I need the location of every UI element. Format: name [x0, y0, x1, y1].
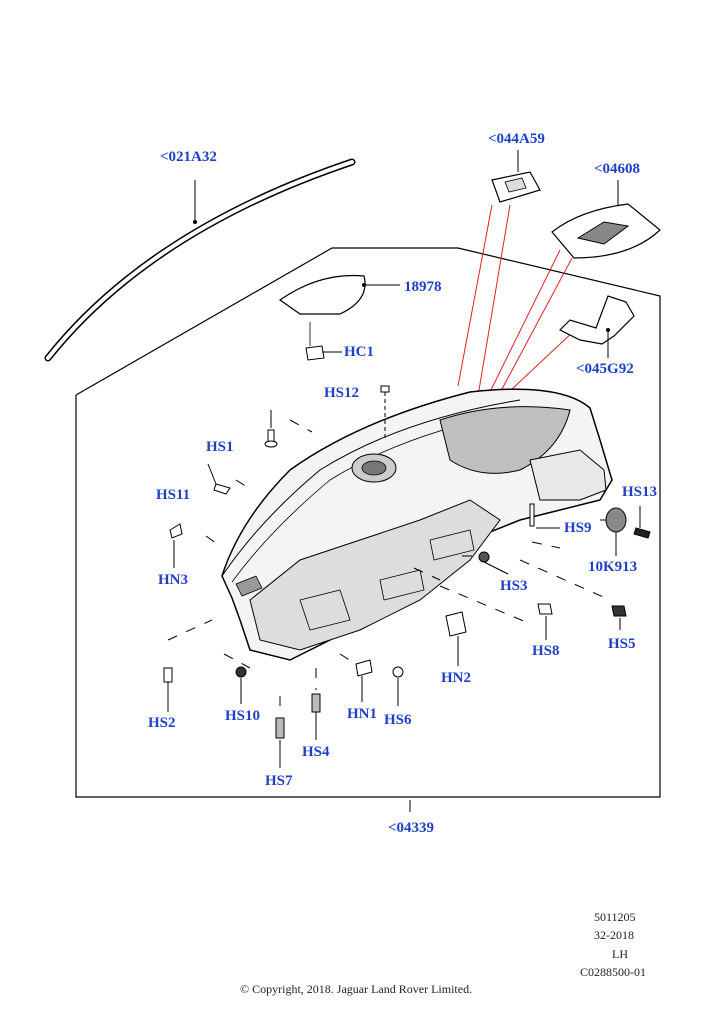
clip-hc1	[305, 322, 342, 361]
screw-hs6	[392, 666, 404, 706]
callout-hs8[interactable]: HS8	[532, 643, 560, 659]
callout-hn2[interactable]: HN2	[441, 670, 471, 686]
callout-044a59[interactable]: <044A59	[488, 131, 545, 147]
diagram-code-2: 32-2018	[594, 928, 634, 942]
leader-lines	[167, 419, 612, 716]
callout-hn1[interactable]: HN1	[347, 706, 377, 722]
callout-hs12[interactable]: HS12	[324, 385, 360, 401]
callout-hs9[interactable]: HS9	[564, 520, 592, 536]
nut-hn1	[355, 659, 373, 702]
screw-hs7	[275, 717, 285, 768]
callout-hs10[interactable]: HS10	[225, 708, 261, 724]
instrument-panel	[221, 388, 613, 812]
diagram-code-1: 5011205	[594, 910, 636, 924]
illustration-id: C0288500-01	[580, 965, 646, 979]
screw-hs3	[478, 551, 509, 575]
callout-hs4[interactable]: HS4	[302, 744, 330, 760]
screw-hs12	[380, 385, 390, 440]
screw-hs10	[235, 666, 247, 704]
callout-hn3[interactable]: HN3	[158, 572, 188, 588]
cover-panel	[278, 274, 400, 315]
callout-hs5[interactable]: HS5	[608, 636, 636, 652]
callout-hc1[interactable]: HC1	[344, 344, 374, 360]
speaker-grille	[551, 180, 661, 259]
callout-04608[interactable]: <04608	[594, 161, 641, 177]
nut-hn2	[445, 611, 467, 666]
screw-hs1	[264, 410, 278, 448]
screw-hs4	[311, 693, 321, 740]
callout-04339[interactable]: <04339	[388, 820, 435, 836]
nut-hn3	[169, 523, 183, 568]
callout-hs11[interactable]: HS11	[156, 487, 191, 503]
callout-hs1[interactable]: HS1	[206, 439, 234, 455]
callout-hs6[interactable]: HS6	[384, 712, 412, 728]
air-duct	[558, 295, 635, 358]
grommet-10k913	[605, 507, 627, 556]
screw-hs9	[529, 503, 560, 529]
fasteners	[163, 385, 651, 768]
callout-18978[interactable]: 18978	[404, 279, 442, 295]
callout-021a32[interactable]: <021A32	[160, 149, 217, 165]
diagram-side: LH	[612, 947, 628, 961]
callout-045g92[interactable]: <045G92	[576, 361, 634, 377]
callout-10k913[interactable]: 10K913	[588, 559, 638, 575]
clip-hs11	[207, 463, 231, 495]
screw-hs8	[537, 603, 553, 640]
assembly-frame	[75, 247, 661, 798]
screw-hs13	[633, 506, 651, 539]
callout-hs2[interactable]: HS2	[148, 715, 176, 731]
screw-hs2	[163, 667, 173, 712]
sensor-module	[491, 150, 541, 203]
callout-hs7[interactable]: HS7	[265, 773, 293, 789]
callout-hs13[interactable]: HS13	[622, 484, 658, 500]
windscreen-trim-strip	[44, 158, 356, 362]
screw-hs5	[611, 605, 627, 630]
copyright-notice: © Copyright, 2018. Jaguar Land Rover Lim…	[240, 982, 473, 996]
callout-hs3[interactable]: HS3	[500, 578, 528, 594]
